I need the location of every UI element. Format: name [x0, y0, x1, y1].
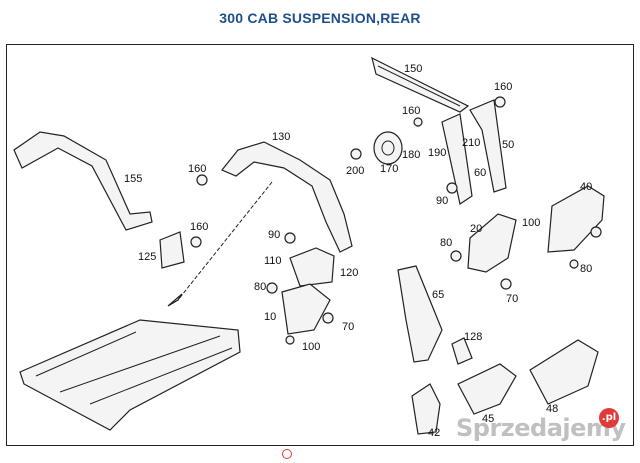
page-title: 300 CAB SUSPENSION,REAR: [219, 10, 421, 26]
watermark-logo: Sprzedajemy: [456, 414, 626, 442]
part-170-bushing: [373, 131, 403, 165]
part-50-bracket: [441, 99, 507, 205]
watermark-badge: .pl: [599, 408, 619, 428]
part-48-bracket: [529, 339, 599, 405]
part-chassis-frame: [19, 319, 241, 431]
callout-128: 128: [464, 331, 482, 343]
callout-45: 45: [482, 413, 494, 425]
callout-80-left: 80: [254, 281, 266, 293]
callout-100-right: 100: [522, 217, 540, 229]
callout-190: 190: [428, 147, 446, 159]
callout-155: 155: [124, 173, 142, 185]
part-130-arch: [221, 141, 353, 253]
callout-90-center: 90: [268, 229, 280, 241]
callout-120: 120: [340, 267, 358, 279]
callout-180: 180: [402, 149, 420, 161]
part-40-bracket: [547, 185, 605, 253]
callout-10: 10: [264, 311, 276, 323]
part-155-arm: [13, 131, 153, 231]
callout-200: 200: [346, 165, 364, 177]
callout-150: 150: [404, 63, 422, 75]
callout-80-right: 80: [580, 263, 592, 275]
part-10-bracket: [281, 283, 331, 335]
callout-20: 20: [470, 223, 482, 235]
part-45-bracket: [457, 363, 517, 415]
callout-130: 130: [272, 131, 290, 143]
callout-210: 210: [462, 137, 480, 149]
callout-70-right: 70: [506, 293, 518, 305]
callout-90-right: 90: [436, 195, 448, 207]
callout-160-mid: 160: [402, 105, 420, 117]
callout-48: 48: [546, 403, 558, 415]
page-indicator-dot[interactable]: [282, 449, 292, 459]
diagram-frame: [6, 44, 634, 446]
part-20-bracket: [467, 213, 517, 273]
bolt-icon: [190, 96, 602, 345]
callout-50: 50: [502, 139, 514, 151]
callout-80-mid: 80: [440, 237, 452, 249]
callout-42: 42: [428, 427, 440, 439]
callout-160-left: 160: [188, 163, 206, 175]
callout-60: 60: [474, 167, 486, 179]
part-128-clip: [451, 337, 473, 365]
callout-110: 110: [264, 255, 282, 267]
callout-160-lower: 160: [190, 221, 208, 233]
callout-70-center: 70: [342, 321, 354, 333]
callout-125: 125: [138, 251, 156, 263]
callout-65: 65: [432, 289, 444, 301]
callout-100-center: 100: [302, 341, 320, 353]
part-150-bar: [371, 56, 470, 113]
part-65-member: [397, 265, 443, 363]
part-120-bracket: [289, 247, 335, 287]
part-42-bracket: [411, 383, 441, 435]
callout-170: 170: [380, 163, 398, 175]
callout-160-top: 160: [494, 81, 512, 93]
callout-40: 40: [580, 181, 592, 193]
part-125-block: [159, 231, 185, 269]
callout-labels: 150 160 160 130 50 210 190 180 200 170 6…: [124, 63, 592, 439]
